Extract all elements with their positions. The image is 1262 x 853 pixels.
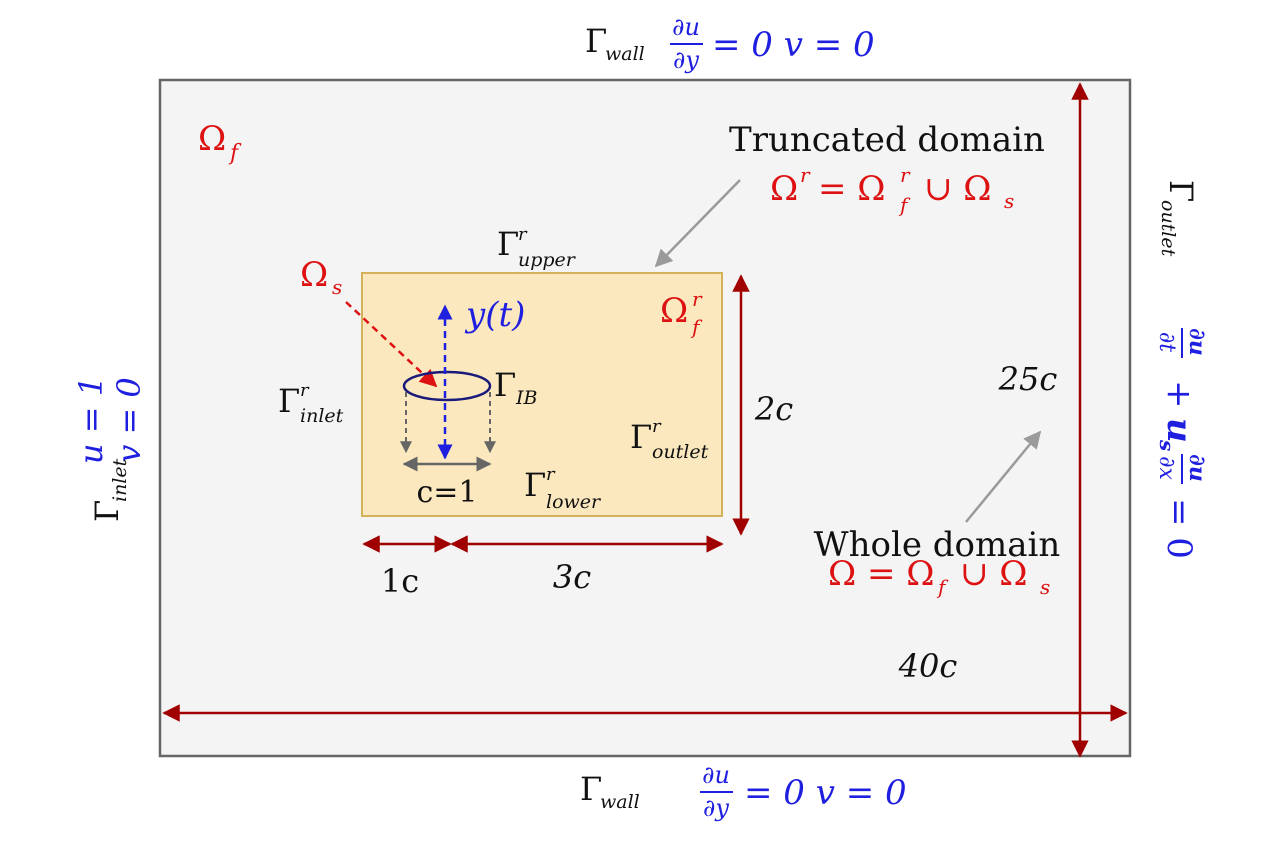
truncated-domain-equation: Ω r = Ω r f ∪ Ω s xyxy=(770,163,1014,217)
svg-text:Ω: Ω xyxy=(198,119,226,159)
svg-text:outlet: outlet xyxy=(1157,200,1179,257)
svg-text:Ω: Ω xyxy=(770,169,798,209)
outlet-bc-label: ∂u ∂t + u s ∂u ∂x = 0 xyxy=(1154,328,1210,559)
svg-text:wall: wall xyxy=(605,43,645,65)
svg-text:= Ω: = Ω xyxy=(818,169,886,209)
dim-40c-label: 40c xyxy=(898,647,958,685)
svg-text:Ω = Ω: Ω = Ω xyxy=(828,554,934,594)
svg-text:IB: IB xyxy=(515,387,538,409)
svg-text:Γ: Γ xyxy=(524,466,546,504)
svg-text:inlet: inlet xyxy=(300,405,344,427)
svg-text:u = 1: u = 1 xyxy=(72,376,110,464)
truncated-pointer-arrow xyxy=(654,179,741,268)
svg-text:r: r xyxy=(546,464,556,485)
svg-text:outlet: outlet xyxy=(652,441,709,463)
svg-text:Ω: Ω xyxy=(660,291,688,331)
dim-3c-label: 3c xyxy=(553,558,591,596)
svg-text:inlet: inlet xyxy=(109,458,131,502)
svg-text:∂u: ∂u xyxy=(702,761,730,789)
svg-text:Γ: Γ xyxy=(580,770,602,808)
svg-text:Ω: Ω xyxy=(300,255,328,295)
svg-text:r: r xyxy=(518,224,528,245)
gamma-inlet-r-label: Γ r inlet xyxy=(278,380,344,427)
svg-text:r: r xyxy=(800,163,811,187)
svg-text:∂x: ∂x xyxy=(1154,456,1179,480)
dim-25c-label: 25c xyxy=(998,360,1058,398)
gamma-ib-label: Γ IB xyxy=(494,366,538,409)
svg-text:∂y: ∂y xyxy=(703,794,729,822)
omega-f-r-label: Ω r f xyxy=(660,287,703,339)
inlet-label: u = 1 v = 0 xyxy=(72,376,148,464)
svg-text:∂t: ∂t xyxy=(1154,332,1179,352)
svg-text:r: r xyxy=(692,287,703,311)
truncated-domain-rect xyxy=(361,272,723,517)
svg-text:= 0 v = 0: = 0 v = 0 xyxy=(744,773,907,813)
outlet-gamma-label: Γ outlet xyxy=(1157,180,1200,257)
svg-text:s: s xyxy=(1004,189,1014,213)
svg-text:∂u: ∂u xyxy=(1184,454,1210,482)
svg-text:Γ: Γ xyxy=(494,366,516,404)
svg-text:Γ: Γ xyxy=(630,418,652,456)
dim-2c-label: 2c xyxy=(754,390,793,428)
whole-domain-title: Whole domain xyxy=(814,525,1061,565)
svg-text:s: s xyxy=(332,275,342,299)
svg-text:Γ: Γ xyxy=(497,225,519,263)
svg-text:∂y: ∂y xyxy=(673,46,699,74)
svg-text:Γ: Γ xyxy=(585,22,607,60)
svg-text:r: r xyxy=(652,416,662,437)
top-wall-label: Γ wall ∂u ∂y = 0 v = 0 xyxy=(585,13,875,74)
svg-text:∂u: ∂u xyxy=(672,13,700,41)
omega-s-pointer xyxy=(345,301,438,388)
svg-text:r: r xyxy=(300,380,310,401)
chord-label: c=1 xyxy=(416,475,477,510)
svg-text:v = 0: v = 0 xyxy=(110,377,148,463)
whole-pointer-arrow xyxy=(965,430,1042,523)
svg-text:Γ: Γ xyxy=(88,500,126,522)
svg-text:u: u xyxy=(1159,418,1199,443)
bottom-wall-label: Γ wall ∂u ∂y = 0 v = 0 xyxy=(580,761,907,822)
whole-domain-equation: Ω = Ω f ∪ Ω s xyxy=(828,554,1050,599)
svg-text:∪ Ω: ∪ Ω xyxy=(960,554,1028,594)
svg-text:s: s xyxy=(1040,575,1050,599)
motion-label: y(t) xyxy=(464,295,525,335)
omega-s-label: Ω s xyxy=(300,255,342,299)
svg-text:= 0: = 0 xyxy=(1159,498,1199,559)
svg-text:upper: upper xyxy=(518,249,577,271)
svg-text:s: s xyxy=(1155,439,1179,451)
svg-text:Γ: Γ xyxy=(278,382,300,420)
svg-text:∪ Ω: ∪ Ω xyxy=(924,169,992,209)
truncated-domain-title: Truncated domain xyxy=(729,120,1045,160)
gamma-lower-label: Γ r lower xyxy=(524,464,602,513)
svg-text:Γ: Γ xyxy=(1162,180,1200,202)
svg-text:wall: wall xyxy=(600,791,640,813)
svg-text:r: r xyxy=(900,163,911,187)
svg-text:∂u: ∂u xyxy=(1184,328,1210,356)
dim-1c-label: 1c xyxy=(381,562,419,600)
gamma-upper-label: Γ r upper xyxy=(497,224,577,271)
svg-text:lower: lower xyxy=(546,491,602,513)
svg-text:+: + xyxy=(1159,380,1199,409)
gamma-outlet-r-label: Γ r outlet xyxy=(630,416,709,463)
inlet-gamma-label: Γ inlet xyxy=(88,458,131,522)
svg-text:= 0 v = 0: = 0 v = 0 xyxy=(712,25,875,65)
